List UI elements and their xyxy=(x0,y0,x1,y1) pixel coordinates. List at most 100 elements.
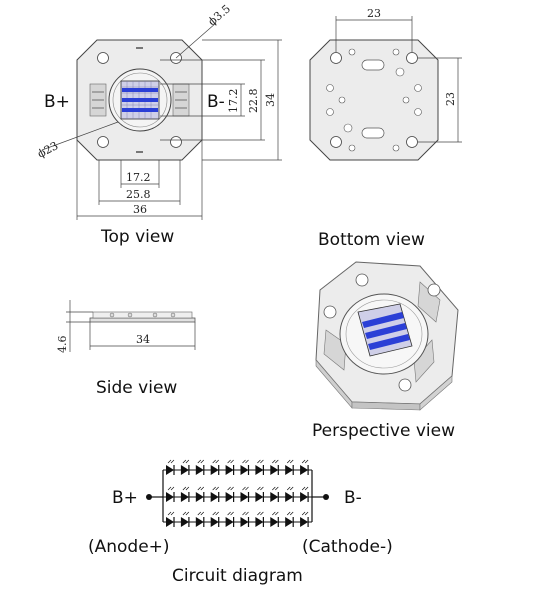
diode-emission-arrow xyxy=(301,511,309,516)
diode-emission-arrow xyxy=(182,511,190,516)
diode-emission-arrow xyxy=(212,511,219,516)
top-view-plus-mark xyxy=(136,151,143,153)
diode-symbol xyxy=(180,465,189,475)
diode-symbol xyxy=(300,465,309,475)
side-view-board xyxy=(89,317,196,323)
dim-side-width: 34 xyxy=(136,333,150,346)
diode-emission-arrow xyxy=(227,486,234,491)
diode-symbol xyxy=(240,517,249,527)
diode-emission-arrow xyxy=(197,459,205,464)
top-view-minus-mark xyxy=(136,47,143,49)
dim-22-8-vertical: 22.8 xyxy=(247,89,260,114)
diode-symbol xyxy=(255,492,264,502)
diode-emission-arrow xyxy=(242,459,249,464)
perspective-led-strip xyxy=(368,334,410,350)
dim-side-height: 4.6 xyxy=(56,336,69,354)
perspective-led-strip xyxy=(362,312,404,328)
diode-symbol xyxy=(255,465,264,475)
diode-emission-arrow xyxy=(272,459,279,464)
dim-36: 36 xyxy=(133,203,147,216)
diode-emission-arrow xyxy=(257,511,264,516)
circuit-diagram: B+ B- (Anode+) (Cathode-) Circuit diagra… xyxy=(88,459,393,586)
top-view-led-strip xyxy=(122,88,158,92)
dim-23-vertical: 23 xyxy=(444,92,457,106)
dim-hole-diameter: ϕ3.5 xyxy=(206,2,234,28)
diode-emission-arrow xyxy=(212,486,219,491)
diode-emission-arrow xyxy=(212,459,219,464)
diode-symbol xyxy=(166,465,174,475)
top-view-led-strip xyxy=(122,108,158,112)
diode-symbol xyxy=(285,517,294,527)
diode-emission-arrow xyxy=(227,459,234,464)
diode-emission-arrow xyxy=(242,511,249,516)
bottom-view-title: Bottom view xyxy=(318,230,425,250)
diode-emission-arrow xyxy=(301,459,309,464)
dim-17-2-horizontal: 17.2 xyxy=(126,171,151,184)
diode-emission-arrow xyxy=(167,459,175,464)
bottom-view: 23 23 Bottom view xyxy=(309,7,462,250)
diode-emission-arrow xyxy=(257,459,264,464)
diode-symbol xyxy=(210,492,219,502)
diode-symbol xyxy=(225,492,234,502)
diode-symbol xyxy=(180,517,189,527)
diode-emission-arrow xyxy=(286,459,294,464)
diode-emission-arrow xyxy=(272,486,279,491)
circuit-b-minus: B- xyxy=(344,488,362,508)
dim-34-vertical: 34 xyxy=(264,93,277,107)
perspective-led-strip xyxy=(365,323,407,339)
top-view-b-plus: B+ xyxy=(44,92,70,112)
diode-emission-arrow xyxy=(242,486,249,491)
diode-symbol xyxy=(300,492,309,502)
diode-symbol xyxy=(240,492,249,502)
diode-symbol xyxy=(210,465,219,475)
dim-circle-diameter: ϕ23 xyxy=(35,139,60,161)
top-view-mount-hole xyxy=(97,136,109,148)
diode-symbol xyxy=(195,517,204,527)
diode-symbol xyxy=(255,517,264,527)
side-view: 4.6 34 Side view xyxy=(56,300,196,398)
diode-emission-arrow xyxy=(182,459,190,464)
diode-symbol xyxy=(225,465,234,475)
side-view-title: Side view xyxy=(96,378,177,398)
diode-symbol xyxy=(270,492,279,502)
diode-symbol xyxy=(166,492,174,502)
diode-emission-arrow xyxy=(286,486,294,491)
diode-symbol xyxy=(195,492,204,502)
diode-emission-arrow xyxy=(272,511,279,516)
diode-rows xyxy=(163,459,312,527)
diode-symbol xyxy=(180,492,189,502)
diode-symbol xyxy=(300,517,309,527)
diode-emission-arrow xyxy=(197,511,205,516)
circuit-anode-label: (Anode+) xyxy=(88,537,170,557)
top-view-mount-hole xyxy=(170,136,182,148)
diode-emission-arrow xyxy=(301,486,309,491)
top-view-title: Top view xyxy=(100,227,174,247)
top-view-led-strip xyxy=(122,98,158,102)
diode-symbol xyxy=(285,465,294,475)
diode-symbol xyxy=(240,465,249,475)
diode-emission-arrow xyxy=(286,511,294,516)
dim-25-8: 25.8 xyxy=(126,188,151,201)
diode-symbol xyxy=(225,517,234,527)
diode-emission-arrow xyxy=(182,486,190,491)
circuit-b-plus: B+ xyxy=(112,488,138,508)
top-view: B+ B- ϕ3.5 ϕ23 17.2 22.8 34 17.2 25.8 36 xyxy=(35,2,282,247)
diode-symbol xyxy=(285,492,294,502)
perspective-view: Perspective view xyxy=(312,261,459,441)
top-view-b-minus: B- xyxy=(207,92,225,112)
diode-symbol xyxy=(210,517,219,527)
diode-symbol xyxy=(270,465,279,475)
diode-symbol xyxy=(270,517,279,527)
diode-symbol xyxy=(195,465,204,475)
diode-emission-arrow xyxy=(197,486,205,491)
diode-emission-arrow xyxy=(227,511,234,516)
perspective-view-title: Perspective view xyxy=(312,421,455,441)
diode-emission-arrow xyxy=(167,511,175,516)
dim-17-2-vertical: 17.2 xyxy=(227,89,240,114)
bottom-view-board xyxy=(309,39,439,161)
circuit-cathode-label: (Cathode-) xyxy=(302,537,393,557)
circuit-title: Circuit diagram xyxy=(172,566,303,586)
top-view-mount-hole xyxy=(97,52,109,64)
diode-symbol xyxy=(166,517,174,527)
